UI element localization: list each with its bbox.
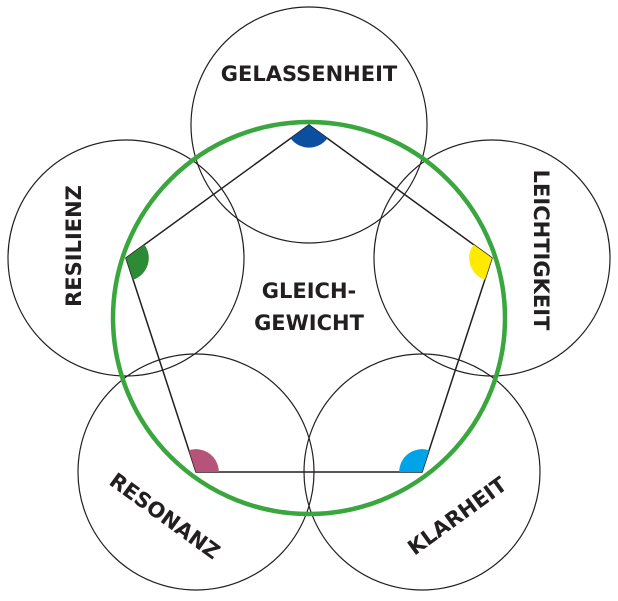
label-klarheit: KLARHEIT <box>403 472 512 560</box>
circle-gelassenheit <box>190 6 428 244</box>
label-resilienz: RESILIENZ <box>62 185 86 307</box>
center-label-line1: GLEICH- <box>262 279 356 303</box>
wedge-leichtigkeit <box>469 244 492 280</box>
label-gelassenheit: GELASSENHEIT <box>221 62 398 86</box>
label-leichtigkeit: LEICHTIGKEIT <box>529 170 553 331</box>
wedge-gelassenheit <box>290 125 328 148</box>
wedge-klarheit <box>399 449 430 472</box>
center-ring <box>110 119 508 517</box>
wedge-resonanz <box>188 449 219 472</box>
circle-leichtigkeit <box>373 139 611 377</box>
circle-resilienz <box>7 139 245 377</box>
center-label-line2: GEWICHT <box>254 311 365 335</box>
central-pentagon <box>125 124 493 473</box>
wedge-resilienz <box>126 244 149 280</box>
